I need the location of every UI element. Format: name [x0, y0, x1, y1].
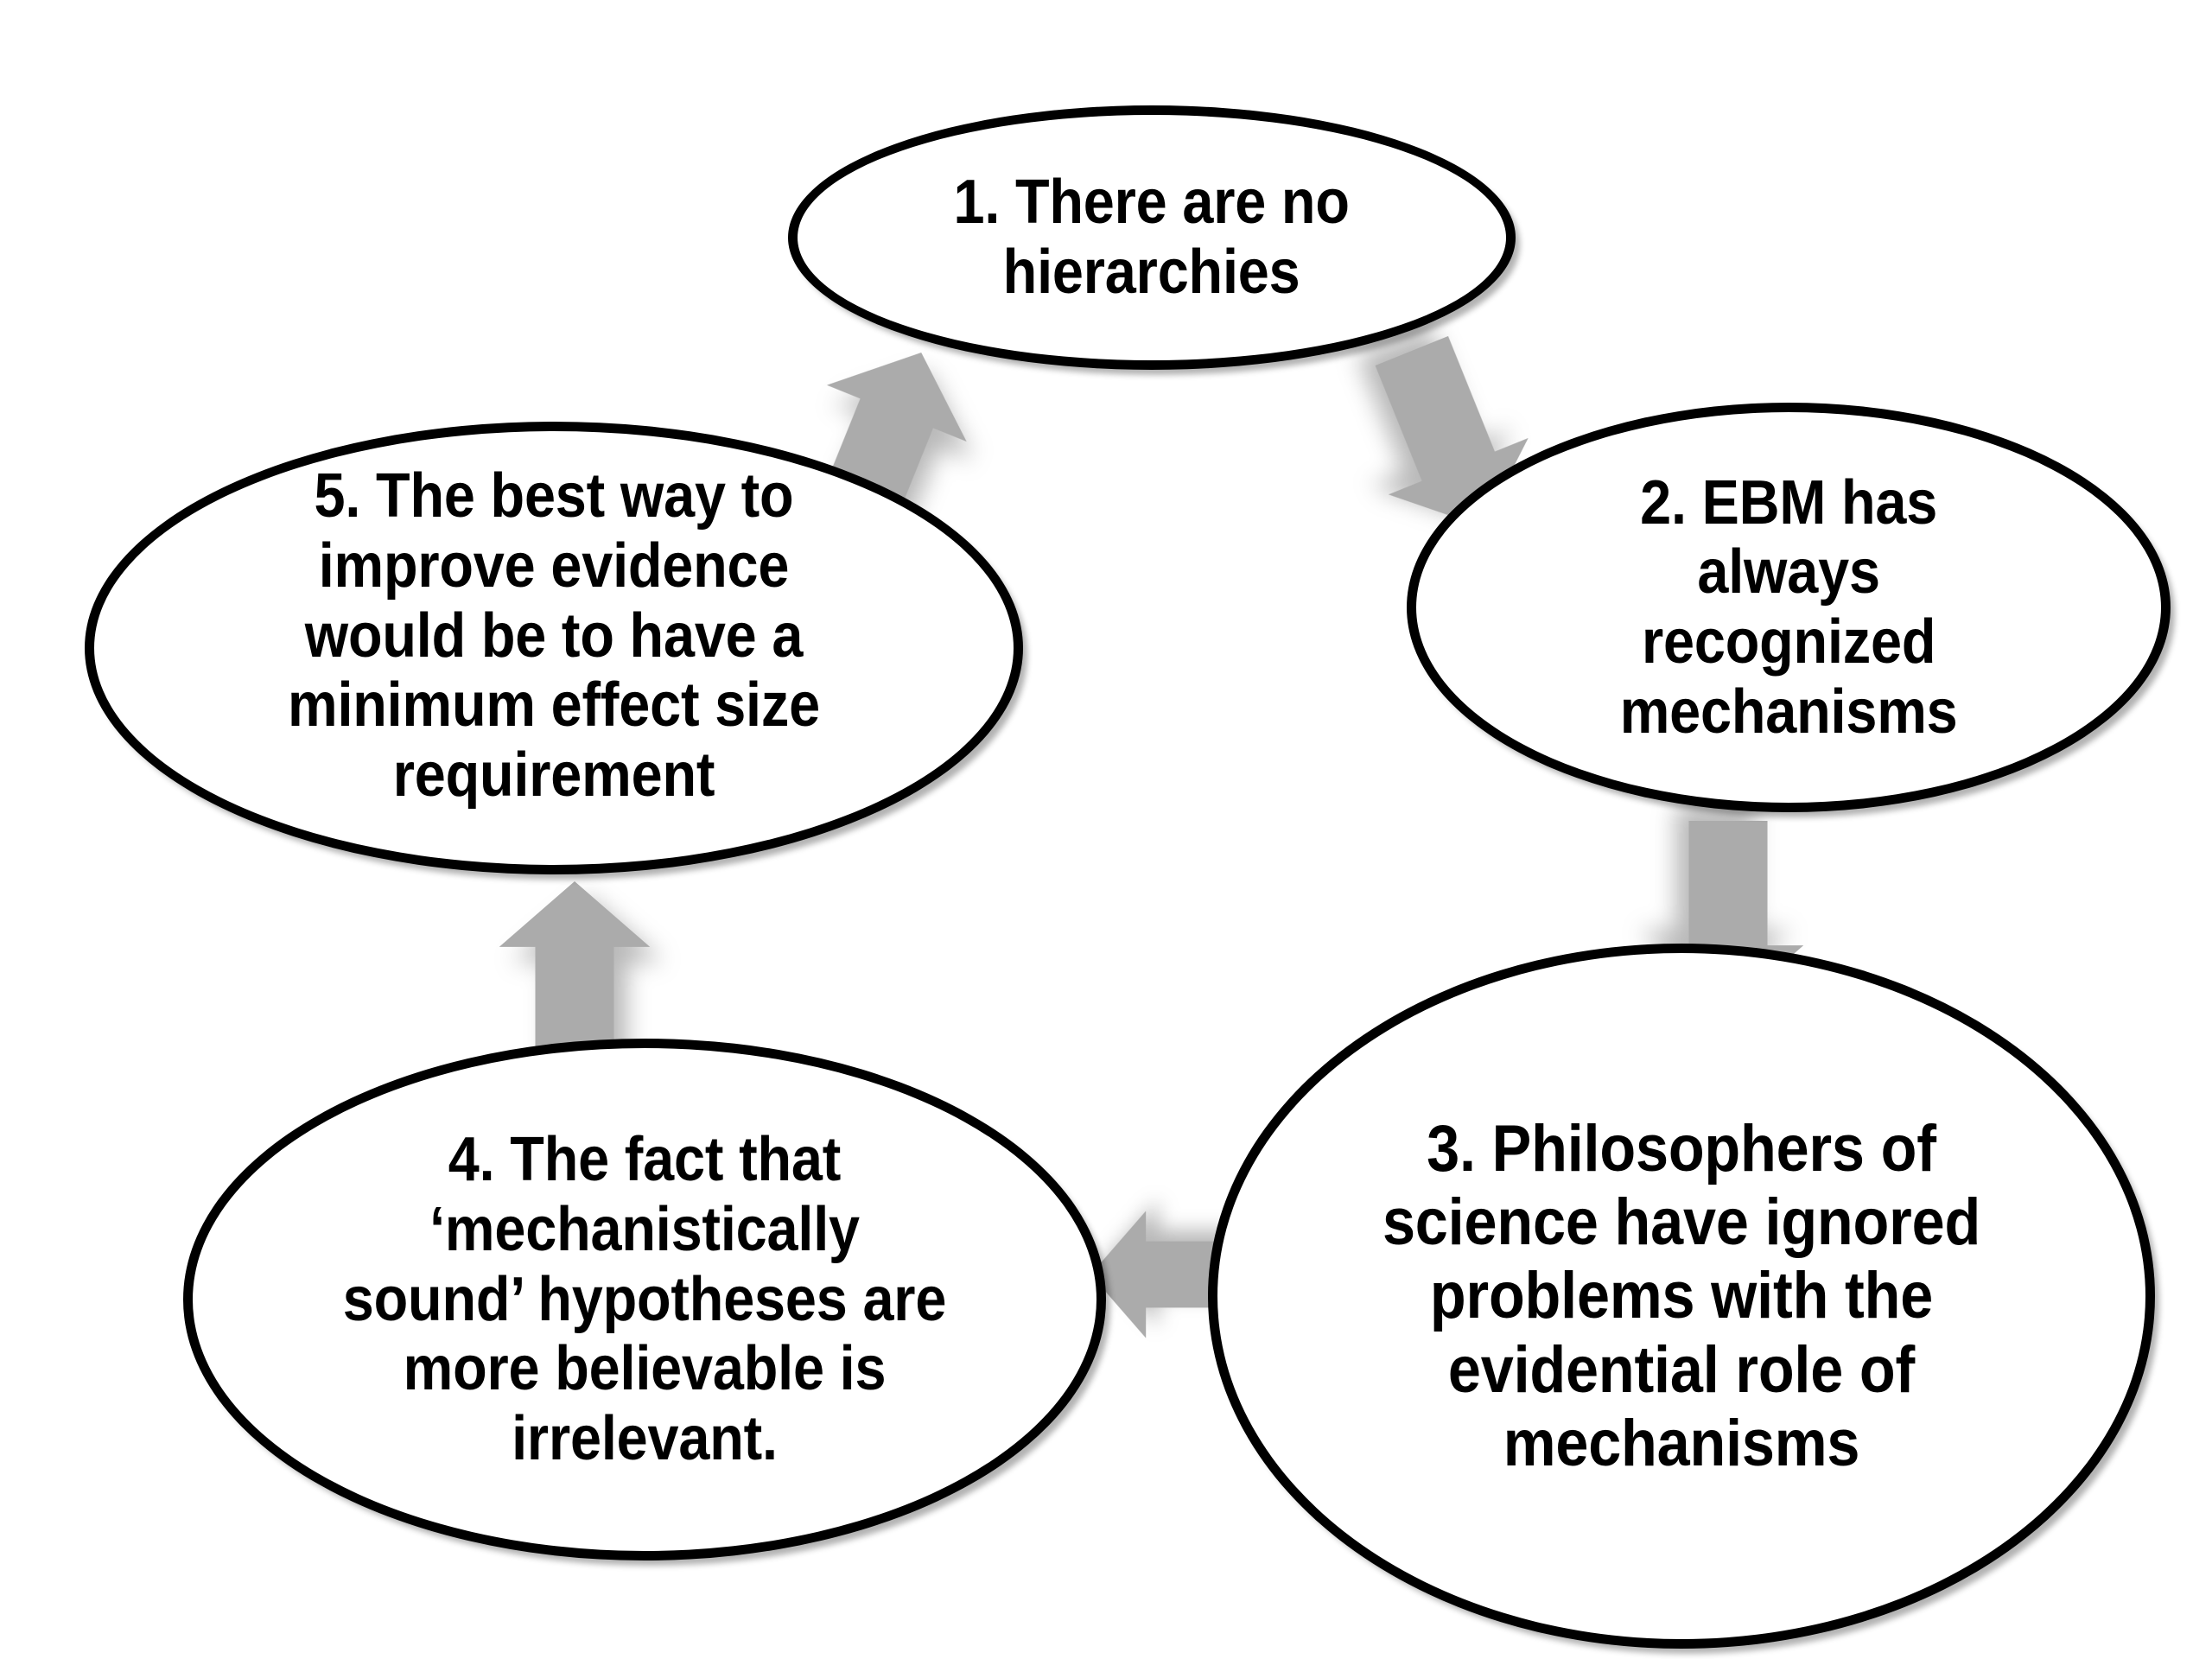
node-3-label: 3. Philosophers of science have ignored … [1382, 1112, 1981, 1480]
node-1-no-hierarchies[interactable]: 1. There are no hierarchies [788, 105, 1516, 370]
node-3-philosophers-ignored-problems[interactable]: 3. Philosophers of science have ignored … [1208, 944, 2155, 1649]
node-4-mechanistically-sound-irrelevant[interactable]: 4. The fact that ‘mechanistically sound’… [183, 1039, 1106, 1560]
node-1-label: 1. There are no hierarchies [953, 168, 1351, 307]
arrow-4-to-5 [493, 881, 657, 1071]
node-5-minimum-effect-size[interactable]: 5. The best way to improve evidence woul… [85, 422, 1023, 874]
node-2-ebm-recognized-mechanisms[interactable]: 2. EBM has always recognized mechanisms [1407, 403, 2171, 812]
block-arrow-icon [499, 881, 651, 1071]
node-2-label: 2. EBM has always recognized mechanisms [1619, 467, 1958, 747]
node-5-label: 5. The best way to improve evidence woul… [288, 461, 820, 810]
node-4-label: 4. The fact that ‘mechanistically sound’… [342, 1125, 947, 1473]
